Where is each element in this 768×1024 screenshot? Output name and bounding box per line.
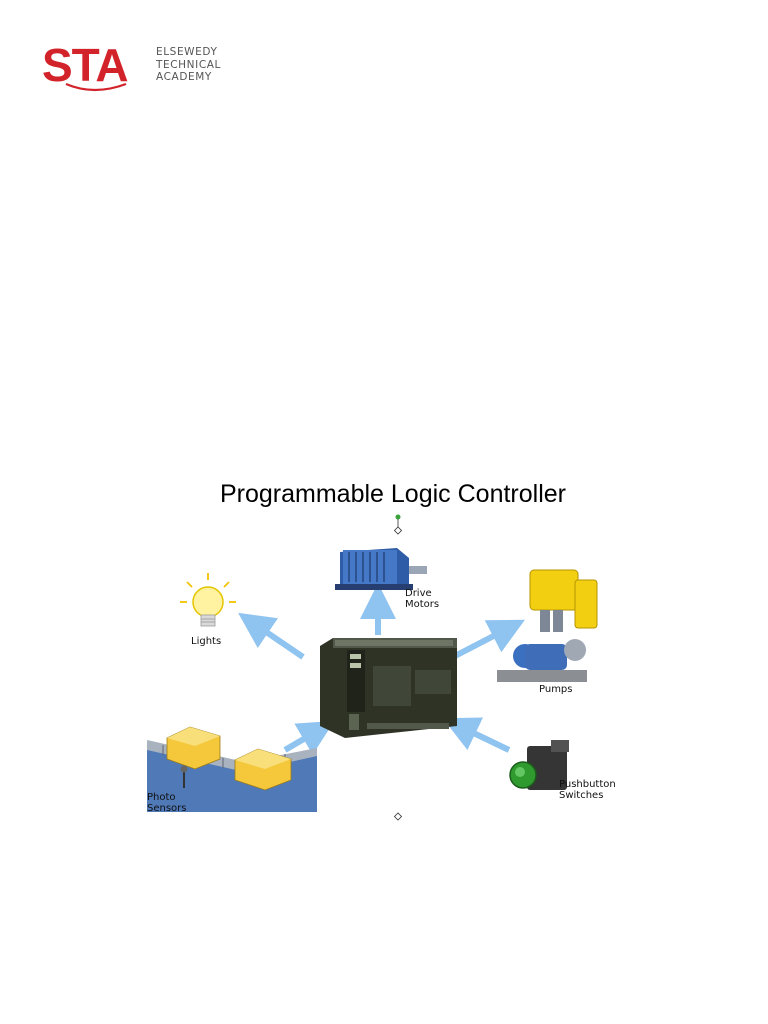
label-lights: Lights — [191, 636, 222, 647]
drive-motor-icon — [335, 548, 427, 590]
plc-diagram — [147, 514, 598, 821]
selection-handle-bottom — [393, 812, 403, 821]
plc-figure: Programmable Logic Controller — [135, 470, 635, 830]
arrow-from-pushbutton — [442, 717, 511, 753]
label-photo-sensors-line-2: Sensors — [147, 803, 187, 814]
label-photo-sensors: Photo Sensors — [147, 792, 187, 814]
logo-text: ELSEWEDY TECHNICAL ACADEMY — [156, 46, 221, 84]
figure-title: Programmable Logic Controller — [220, 480, 566, 508]
pump-icon — [497, 569, 598, 682]
logo-swoosh — [65, 82, 127, 92]
plc-unit — [320, 638, 457, 738]
arrow-from-sensors — [283, 720, 335, 755]
label-pumps: Pumps — [539, 684, 573, 695]
arrow-to-pumps — [453, 619, 525, 659]
label-drive-motors-line-1: Drive — [405, 588, 432, 599]
logo-line-2: TECHNICAL — [156, 58, 221, 71]
label-drive-motors: Drive Motors — [405, 588, 439, 610]
label-photo-sensors-line-1: Photo — [147, 792, 176, 803]
label-pushbutton-switches: Pushbutton Switches — [559, 779, 616, 801]
arrow-to-lights — [238, 612, 305, 660]
selection-handle-top — [393, 514, 403, 535]
logo-line-3: ACADEMY — [156, 71, 212, 83]
sta-logo: STA ELSEWEDY TECHNICAL ACADEMY — [42, 42, 242, 102]
label-drive-motors-line-2: Motors — [405, 599, 440, 610]
logo-line-1: ELSEWEDY — [156, 46, 218, 58]
light-bulb-icon — [180, 573, 236, 627]
label-pushbutton-switches-line-2: Switches — [559, 790, 604, 801]
pushbutton-switch-icon — [509, 740, 569, 790]
label-pushbutton-switches-line-1: Pushbutton — [559, 779, 616, 790]
photo-sensor-conveyor-icon — [147, 726, 317, 812]
logo-mark: STA — [42, 39, 129, 91]
